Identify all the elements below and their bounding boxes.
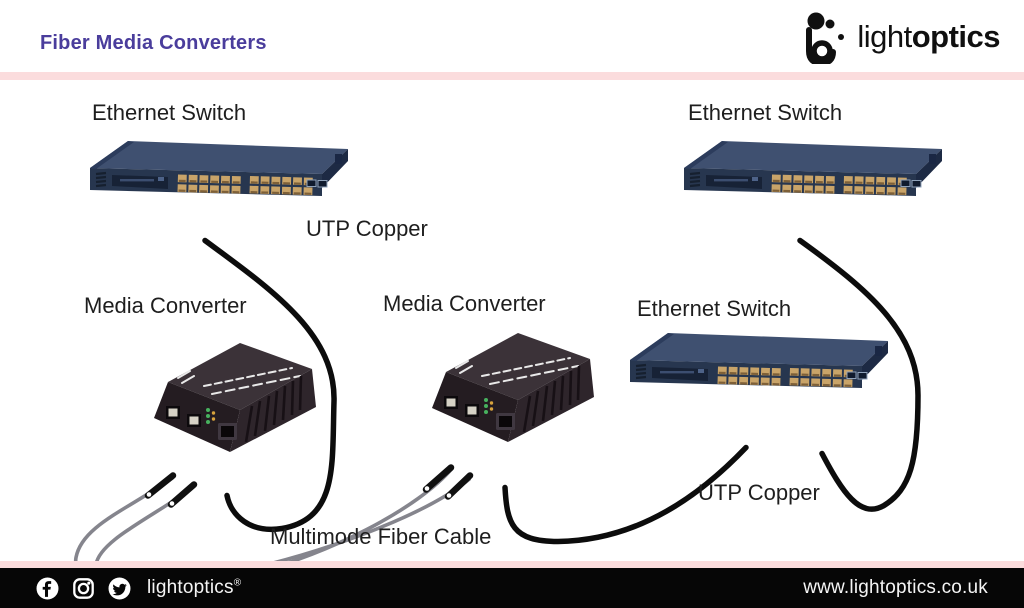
twitter-icon <box>108 577 131 599</box>
ethernet-switch-top-right <box>676 128 946 208</box>
ethernet-switch-top-left <box>82 128 352 208</box>
header: Fiber Media Converters lightoptics <box>0 0 1024 72</box>
instagram-icon <box>73 577 94 599</box>
label-utp-copper-top: UTP Copper <box>306 216 428 241</box>
logo-word-light: light <box>857 19 912 54</box>
label-ethernet-switch-mid-right: Ethernet Switch <box>637 296 792 321</box>
label-media-converter-left: Media Converter <box>84 293 247 318</box>
footer: lightoptics® www.lightoptics.co.uk <box>0 568 1024 608</box>
footer-brand: lightoptics® <box>147 577 241 599</box>
label-media-converter-middle: Media Converter <box>383 291 546 316</box>
label-ethernet-switch-top-right: Ethernet Switch <box>688 100 843 125</box>
label-multimode-fiber-cable: Multimode Fiber Cable <box>270 524 492 549</box>
social-icons <box>36 577 131 600</box>
fiber-ferrule-rings <box>146 486 452 506</box>
page-title: Fiber Media Converters <box>40 32 267 54</box>
logo-wordmark: lightoptics <box>857 19 1000 55</box>
network-diagram: Ethernet Switch Ethernet Switch UTP Copp… <box>0 80 1024 591</box>
footer-brand-text: lightoptics <box>147 577 234 598</box>
media-converter-left <box>142 328 317 468</box>
label-utp-copper-bottom: UTP Copper <box>698 480 820 505</box>
facebook-icon <box>36 577 59 599</box>
ethernet-switch-mid-right <box>622 320 892 400</box>
divider-top <box>0 72 1024 80</box>
lightoptics-logo: lightoptics <box>799 8 1001 66</box>
label-ethernet-switch-top-left: Ethernet Switch <box>92 100 247 125</box>
footer-website: www.lightoptics.co.uk <box>803 577 988 598</box>
lightoptics-mark-icon <box>806 12 845 64</box>
logo-word-optics: optics <box>911 19 1001 54</box>
divider-bottom <box>0 561 1024 568</box>
media-converter-middle <box>420 318 595 458</box>
registered-mark: ® <box>233 577 242 589</box>
fiber-connector-stubs <box>144 464 474 508</box>
